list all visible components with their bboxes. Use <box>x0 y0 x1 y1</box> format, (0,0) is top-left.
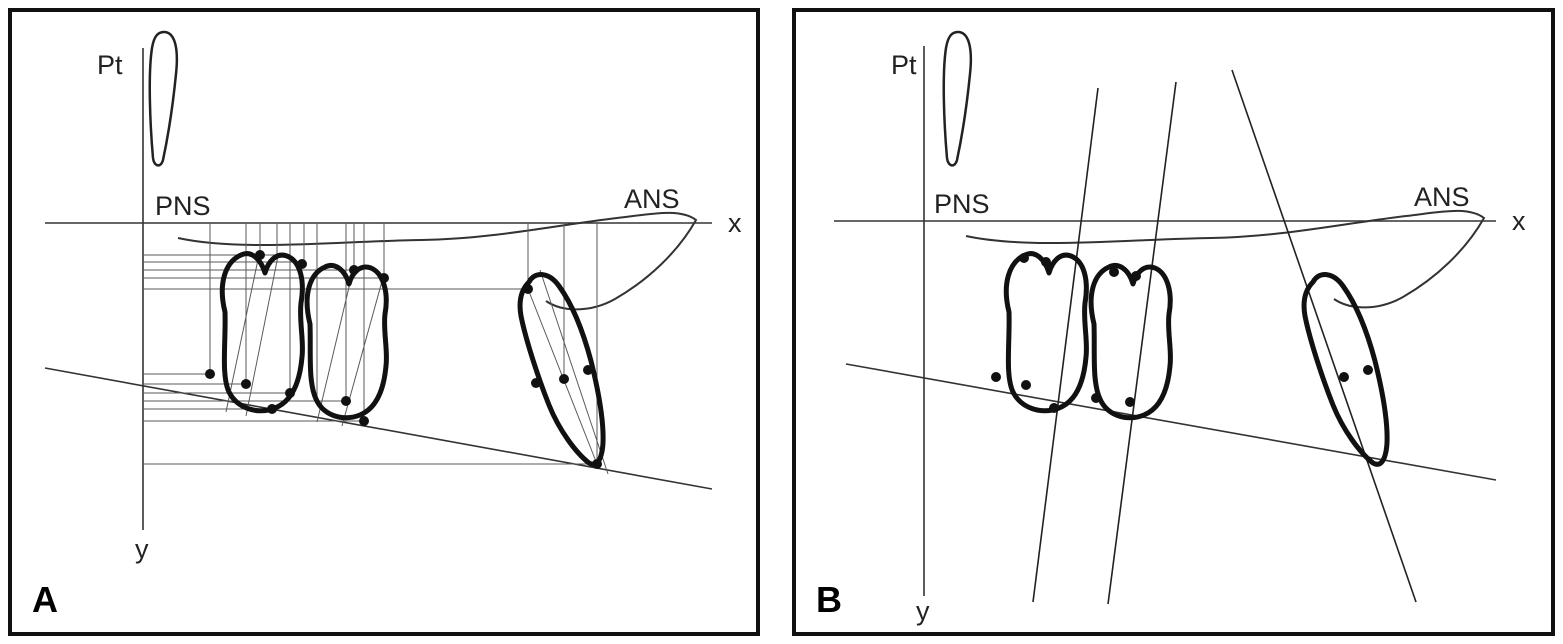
x-axis-label: x <box>728 208 742 238</box>
ans-label: ANS <box>624 184 680 214</box>
y-axis-label: y <box>135 534 149 564</box>
panel-a-drawing: Pt PNS ANS x y A <box>32 30 742 620</box>
pterygomaxillary-fissure-outline <box>148 30 179 167</box>
panel-letter: B <box>816 579 842 620</box>
occlusal-plane-line <box>44 367 713 490</box>
x-axis-label: x <box>1512 206 1526 236</box>
second-molar-outline <box>304 263 389 421</box>
maxilla-outline <box>177 211 698 311</box>
second-molar-outline <box>1088 263 1173 421</box>
panel-a: Pt PNS ANS x y A <box>8 8 760 636</box>
ans-label: ANS <box>1414 182 1470 212</box>
pt-label: Pt <box>97 50 123 80</box>
measurement-grid-horizontal-lines <box>143 254 597 465</box>
panel-letter: A <box>32 579 58 620</box>
panel-b-drawing: Pt PNS ANS x y B <box>816 30 1526 626</box>
landmark-dots <box>205 250 602 469</box>
tooth-long-axis-lines <box>1032 69 1417 605</box>
incisor-outline <box>1301 272 1390 467</box>
first-molar-outline <box>1003 251 1089 414</box>
incisor-outline <box>517 272 606 467</box>
tooth-axis-construction-lines <box>225 249 609 475</box>
measurement-grid-vertical-lines <box>209 223 598 464</box>
first-molar-outline <box>219 251 305 414</box>
landmark-dots <box>991 253 1373 413</box>
maxilla-outline <box>965 209 1486 309</box>
pns-label: PNS <box>155 191 211 221</box>
y-axis-label: y <box>916 596 930 626</box>
pns-label: PNS <box>934 189 990 219</box>
occlusal-plane-line <box>845 363 1497 481</box>
panel-b: Pt PNS ANS x y B <box>792 8 1555 636</box>
pt-label: Pt <box>891 50 917 80</box>
pterygomaxillary-fissure-outline <box>942 30 973 167</box>
